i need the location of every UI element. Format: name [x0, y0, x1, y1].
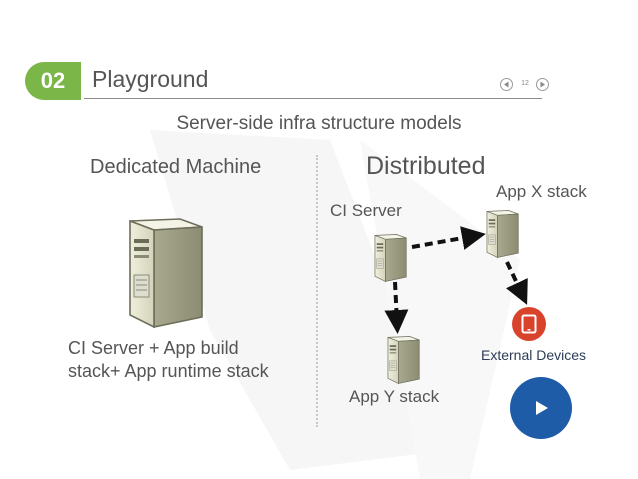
- play-icon: [536, 401, 548, 415]
- header-divider: [84, 98, 542, 99]
- chevron-left-icon: [504, 81, 509, 88]
- external-device-icon: [512, 307, 546, 341]
- dedicated-machine-heading: Dedicated Machine: [90, 156, 262, 178]
- arrow-app-x-to-devices: [505, 261, 528, 305]
- ci-server-icon: [374, 234, 407, 282]
- arrow-ci-to-app-y: [384, 281, 409, 334]
- tablet-icon: [521, 314, 537, 334]
- distributed-heading: Distributed: [366, 152, 486, 180]
- description-line-1: CI Server + App build: [68, 338, 239, 358]
- ci-server-label: CI Server: [330, 201, 402, 220]
- app-x-server-icon: [486, 210, 519, 258]
- previous-slide-button[interactable]: [500, 78, 513, 91]
- chevron-right-icon: [540, 81, 545, 88]
- dedicated-machine-description: CI Server + App build stack+ App runtime…: [68, 337, 269, 383]
- next-slide-button[interactable]: [536, 78, 549, 91]
- slide-subtitle: Server-side infra structure models: [176, 113, 462, 134]
- description-line-2: stack+ App runtime stack: [68, 361, 269, 381]
- section-number-badge: 02: [25, 62, 81, 100]
- arrow-ci-to-app-x: [411, 226, 486, 250]
- dedicated-server-icon: [129, 218, 203, 328]
- app-x-stack-label: App X stack: [496, 182, 587, 201]
- section-title: Playground: [92, 66, 209, 92]
- page-number: 12: [521, 80, 529, 87]
- column-divider: [316, 155, 318, 427]
- external-devices-label: External Devices: [481, 347, 587, 363]
- app-y-stack-label: App Y stack: [349, 387, 440, 406]
- app-y-server-icon: [387, 336, 420, 384]
- play-button[interactable]: [510, 377, 572, 439]
